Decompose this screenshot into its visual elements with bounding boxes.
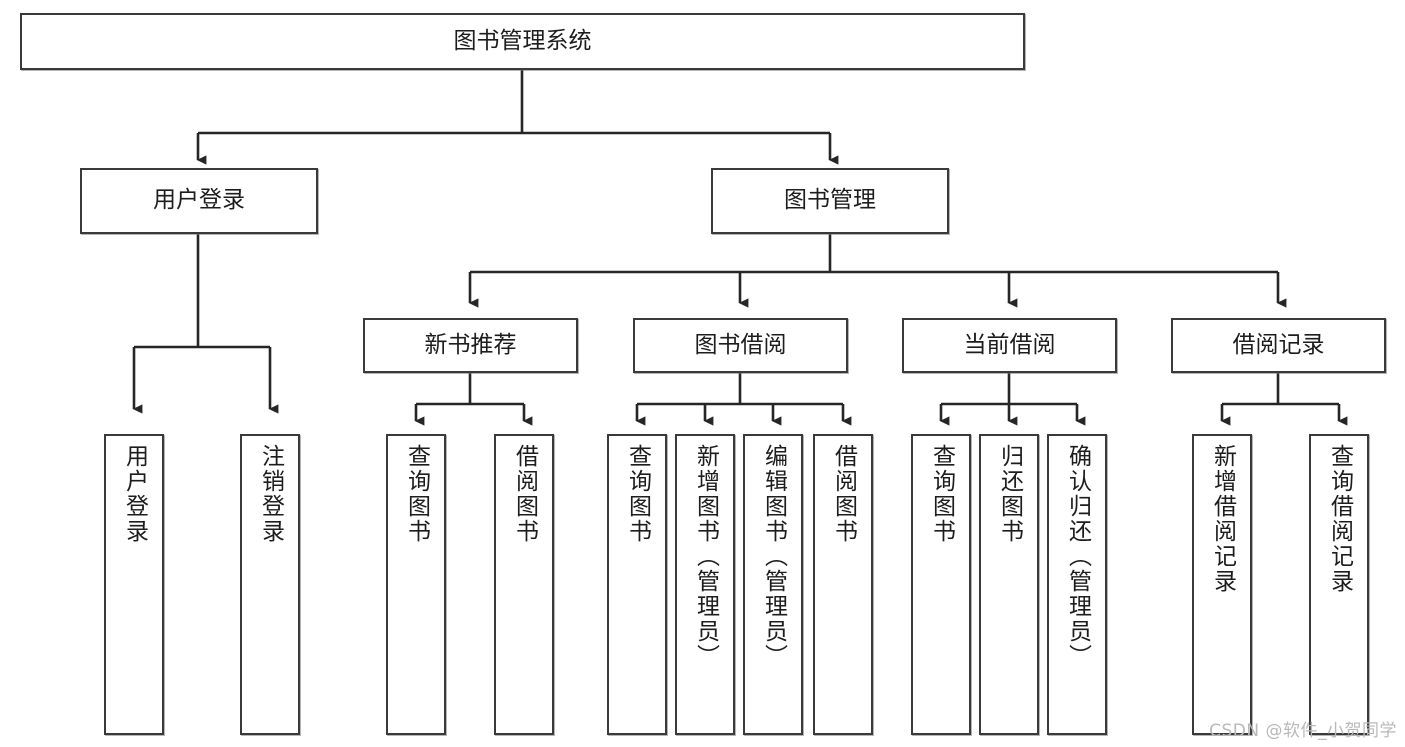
node-leaf-user-logout[interactable]: 注销登录 bbox=[240, 434, 300, 735]
node-user-login[interactable]: 用户登录 bbox=[80, 168, 318, 234]
node-leaf-user-login[interactable]: 用户登录 bbox=[104, 434, 164, 735]
node-label: 用户登录 bbox=[153, 187, 245, 214]
node-leaf-query-record[interactable]: 查询借阅记录 bbox=[1309, 434, 1369, 735]
node-label: 归还图书 bbox=[996, 444, 1023, 544]
node-leaf-edit-book[interactable]: 编辑图书（管理员） bbox=[743, 434, 803, 735]
node-leaf-add-book[interactable]: 新增图书（管理员） bbox=[675, 434, 735, 735]
node-leaf-borrow-book-1[interactable]: 借阅图书 bbox=[494, 434, 554, 735]
node-label: 查询图书 bbox=[928, 444, 955, 544]
node-label: 编辑图书（管理员） bbox=[760, 444, 787, 669]
node-borrow-record[interactable]: 借阅记录 bbox=[1171, 318, 1386, 373]
node-current-borrow[interactable]: 当前借阅 bbox=[902, 318, 1117, 373]
node-label: 当前借阅 bbox=[963, 331, 1056, 358]
node-label: 借阅图书 bbox=[830, 444, 857, 544]
node-label: 新增图书（管理员） bbox=[692, 444, 719, 669]
node-label: 图书管理 bbox=[784, 187, 876, 214]
node-label: 查询借阅记录 bbox=[1326, 444, 1353, 594]
node-book-manage[interactable]: 图书管理 bbox=[711, 168, 949, 234]
node-leaf-query-book-3[interactable]: 查询图书 bbox=[911, 434, 971, 735]
node-book-borrow[interactable]: 图书借阅 bbox=[633, 318, 848, 373]
node-leaf-return-book[interactable]: 归还图书 bbox=[979, 434, 1039, 735]
node-leaf-confirm-return[interactable]: 确认归还（管理员） bbox=[1047, 434, 1107, 735]
node-leaf-borrow-book-2[interactable]: 借阅图书 bbox=[813, 434, 873, 735]
node-label: 确认归还（管理员） bbox=[1064, 444, 1091, 669]
node-root-system[interactable]: 图书管理系统 bbox=[20, 13, 1025, 70]
node-label: 用户登录 bbox=[121, 444, 148, 544]
node-label: 图书借阅 bbox=[694, 331, 787, 358]
node-label: 图书管理系统 bbox=[453, 27, 592, 54]
node-leaf-query-book-1[interactable]: 查询图书 bbox=[386, 434, 446, 735]
node-label: 新书推荐 bbox=[424, 331, 517, 358]
node-new-book-recommend[interactable]: 新书推荐 bbox=[363, 318, 578, 373]
node-label: 借阅记录 bbox=[1232, 331, 1325, 358]
node-leaf-add-record[interactable]: 新增借阅记录 bbox=[1192, 434, 1252, 735]
node-label: 查询图书 bbox=[403, 444, 430, 544]
node-label: 借阅图书 bbox=[511, 444, 538, 544]
node-label: 查询图书 bbox=[624, 444, 651, 544]
watermark-text: CSDN @软件_小贺同学 bbox=[1209, 721, 1397, 741]
node-label: 新增借阅记录 bbox=[1209, 444, 1236, 594]
node-leaf-query-book-2[interactable]: 查询图书 bbox=[607, 434, 667, 735]
node-label: 注销登录 bbox=[257, 444, 284, 544]
